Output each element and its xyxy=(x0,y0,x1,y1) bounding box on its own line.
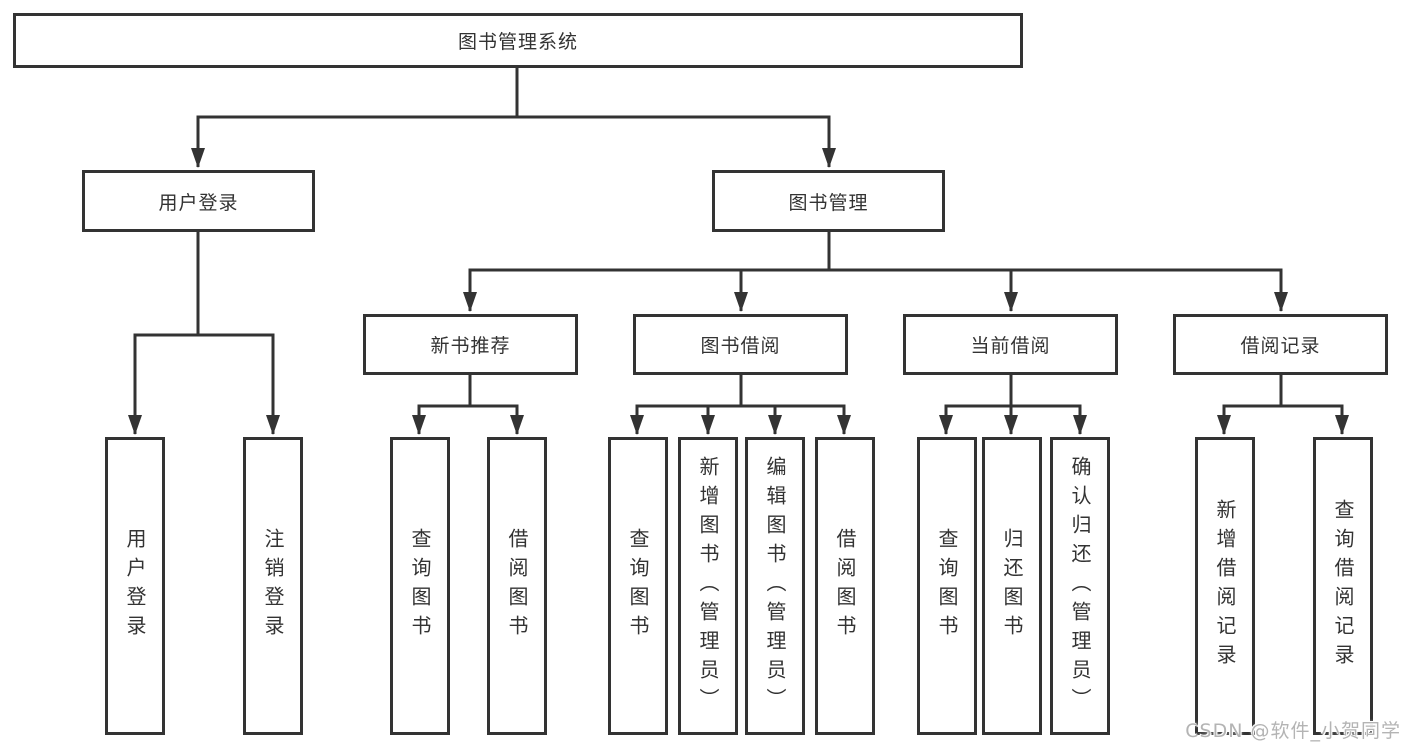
leaf-query-borrow-record: 查询借阅记录 xyxy=(1313,437,1373,735)
node-new-book-recommend-label: 新书推荐 xyxy=(430,335,511,357)
leaf-add-books-admin: 新增图书（管理员） xyxy=(678,437,738,735)
leaf-edit-books-admin: 编辑图书（管理员） xyxy=(745,437,805,735)
leaf-logout-label: 注销登录 xyxy=(261,528,285,644)
leaf-add-borrow-record-label: 新增借阅记录 xyxy=(1213,499,1237,673)
leaf-user-login-label: 用户登录 xyxy=(123,528,147,644)
node-book-borrow: 图书借阅 xyxy=(633,314,848,375)
leaf-return-books: 归还图书 xyxy=(982,437,1042,735)
leaf-query-books-2-label: 查询图书 xyxy=(626,528,650,644)
leaf-query-books-2: 查询图书 xyxy=(608,437,668,735)
node-user-login: 用户登录 xyxy=(82,170,315,232)
node-root: 图书管理系统 xyxy=(13,13,1023,68)
arrow-lines xyxy=(128,117,1349,435)
node-root-label: 图书管理系统 xyxy=(457,31,578,53)
leaf-borrow-books-1-label: 借阅图书 xyxy=(505,528,529,644)
leaf-return-books-label: 归还图书 xyxy=(1000,528,1024,644)
leaf-add-books-admin-label: 新增图书（管理员） xyxy=(696,455,720,717)
tree-bus-lines xyxy=(133,66,1344,408)
leaf-query-books-1-label: 查询图书 xyxy=(408,528,432,644)
leaf-add-borrow-record: 新增借阅记录 xyxy=(1195,437,1255,735)
node-user-login-label: 用户登录 xyxy=(158,191,239,214)
node-borrow-records-label: 借阅记录 xyxy=(1240,335,1321,357)
csdn-watermark: CSDN @软件_小贺同学 xyxy=(1185,720,1401,742)
leaf-logout: 注销登录 xyxy=(243,437,303,735)
node-book-management: 图书管理 xyxy=(712,170,945,232)
leaf-query-books-3: 查询图书 xyxy=(917,437,977,735)
node-borrow-records: 借阅记录 xyxy=(1173,314,1388,375)
leaf-query-books-1: 查询图书 xyxy=(390,437,450,735)
leaf-borrow-books-2-label: 借阅图书 xyxy=(833,528,857,644)
leaf-borrow-books-2: 借阅图书 xyxy=(815,437,875,735)
leaf-edit-books-admin-label: 编辑图书（管理员） xyxy=(763,455,787,717)
leaf-confirm-return-admin: 确认归还（管理员） xyxy=(1050,437,1110,735)
node-new-book-recommend: 新书推荐 xyxy=(363,314,578,375)
node-book-management-label: 图书管理 xyxy=(788,191,869,214)
node-book-borrow-label: 图书借阅 xyxy=(700,335,781,357)
leaf-confirm-return-admin-label: 确认归还（管理员） xyxy=(1068,455,1092,717)
leaf-borrow-books-1: 借阅图书 xyxy=(487,437,547,735)
leaf-query-borrow-record-label: 查询借阅记录 xyxy=(1331,499,1355,673)
node-current-borrow: 当前借阅 xyxy=(903,314,1118,375)
node-current-borrow-label: 当前借阅 xyxy=(970,335,1051,357)
leaf-query-books-3-label: 查询图书 xyxy=(935,528,959,644)
leaf-user-login: 用户登录 xyxy=(105,437,165,735)
